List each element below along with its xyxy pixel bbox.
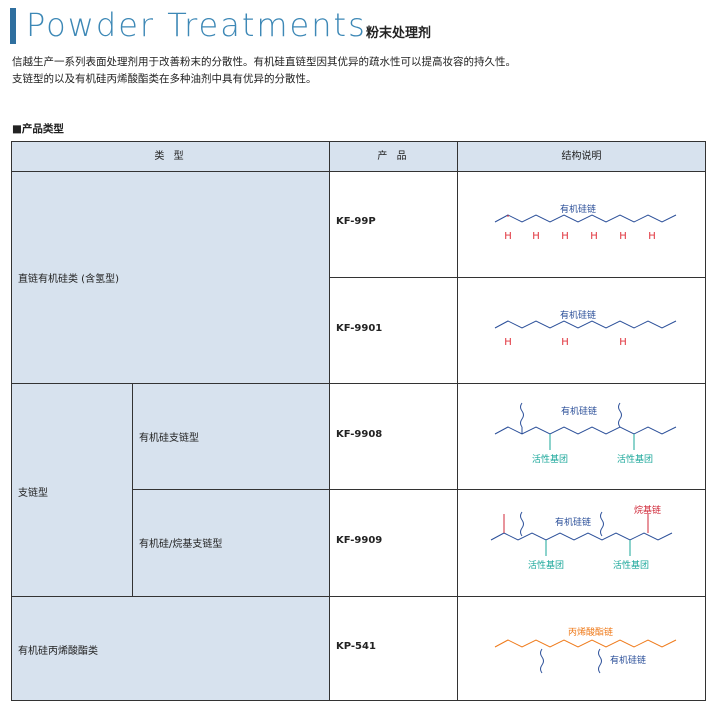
label-acrylate-chain: 丙烯酸酯链 xyxy=(568,626,613,638)
cell-product-1: KF-99P xyxy=(329,171,458,278)
structure-kf-9901: 有机硅链 H H H xyxy=(494,309,677,348)
h-1: H xyxy=(504,231,512,242)
label-alkyl-chain: 烷基链 xyxy=(634,504,661,516)
intro-line-2: 支链型的以及有机硅丙烯酸酯类在多种油剂中具有优异的分散性。 xyxy=(12,73,317,85)
cell-structure-1: 有机硅链 H H H H H H xyxy=(457,171,706,278)
label-active-4: 活性基团 xyxy=(613,559,649,571)
header-product: 产 品 xyxy=(329,141,458,172)
cell-acrylate: 有机硅丙烯酸酯类 xyxy=(11,596,330,701)
cell-product-2: KF-9901 xyxy=(329,277,458,384)
h-9: H xyxy=(619,337,627,348)
h-5: H xyxy=(619,231,627,242)
cell-product-4: KF-9909 xyxy=(329,489,458,597)
h-4: H xyxy=(590,231,598,242)
cell-product-5: KP-541 xyxy=(329,596,458,701)
header-structure: 结构说明 xyxy=(457,141,706,172)
structure-kp-541: 丙烯酸酯链 有机硅链 xyxy=(494,626,677,674)
branched-alkyl-label: 有机硅/烷基支链型 xyxy=(139,539,223,550)
label-silicone-chain-4: 有机硅链 xyxy=(555,516,591,528)
intro-text: 信越生产一系列表面处理剂用于改善粉末的分散性。有机硅直链型因其优异的疏水性可以提… xyxy=(12,54,516,88)
product-kf-99p: KF-99P xyxy=(336,216,376,227)
cell-structure-4: 有机硅链 烷基链 活性基团 活性基团 xyxy=(457,489,706,597)
title-accent-bar xyxy=(10,8,16,44)
cell-product-3: KF-9908 xyxy=(329,383,458,490)
page-title: Powder Treatments xyxy=(26,6,367,44)
intro-line-1: 信越生产一系列表面处理剂用于改善粉末的分散性。有机硅直链型因其优异的疏水性可以提… xyxy=(12,56,516,68)
product-kf-9908: KF-9908 xyxy=(336,429,383,440)
label-silicone-chain-2: 有机硅链 xyxy=(560,309,596,321)
cell-structure-2: 有机硅链 H H H xyxy=(457,277,706,384)
structure-kf-9908: 有机硅链 活性基团 活性基团 xyxy=(494,402,677,465)
label-active-2: 活性基团 xyxy=(617,453,653,465)
h-6: H xyxy=(648,231,656,242)
page-title-cn: 粉末处理剂 xyxy=(366,26,432,41)
label-silicone-chain: 有机硅链 xyxy=(560,203,596,215)
label-silicone-chain-3: 有机硅链 xyxy=(561,405,597,417)
label-active-3: 活性基团 xyxy=(528,559,564,571)
product-kp-541: KP-541 xyxy=(336,641,376,652)
h-8: H xyxy=(561,337,569,348)
h-3: H xyxy=(561,231,569,242)
section-heading: ■产品类型 xyxy=(12,123,64,135)
header-type: 类 型 xyxy=(11,141,330,172)
cell-branched-silicone: 有机硅支链型 xyxy=(132,383,330,490)
cell-branched: 支链型 xyxy=(11,383,133,597)
product-kf-9909: KF-9909 xyxy=(336,535,383,546)
structure-kf-9909: 有机硅链 烷基链 活性基团 活性基团 xyxy=(490,504,673,571)
cell-structure-3: 有机硅链 活性基团 活性基团 xyxy=(457,383,706,490)
product-kf-9901: KF-9901 xyxy=(336,323,383,334)
branched-silicone-label: 有机硅支链型 xyxy=(139,433,199,444)
cell-branched-alkyl: 有机硅/烷基支链型 xyxy=(132,489,330,597)
branched-label: 支链型 xyxy=(18,488,48,499)
cell-linear: 直链有机硅类 (含氢型) xyxy=(11,171,330,384)
h-7: H xyxy=(504,337,512,348)
cell-structure-5: 丙烯酸酯链 有机硅链 xyxy=(457,596,706,701)
linear-label: 直链有机硅类 (含氢型) xyxy=(18,274,119,285)
acrylate-label: 有机硅丙烯酸酯类 xyxy=(18,646,98,657)
label-silicone-chain-5: 有机硅链 xyxy=(610,654,646,666)
structure-kf-99p: 有机硅链 H H H H H H xyxy=(494,203,677,242)
product-type-table: 类 型 产 品 结构说明 直链有机硅类 (含氢型) KF-99P 有机硅链 H … xyxy=(11,141,706,701)
h-2: H xyxy=(532,231,540,242)
label-active-1: 活性基团 xyxy=(532,453,568,465)
